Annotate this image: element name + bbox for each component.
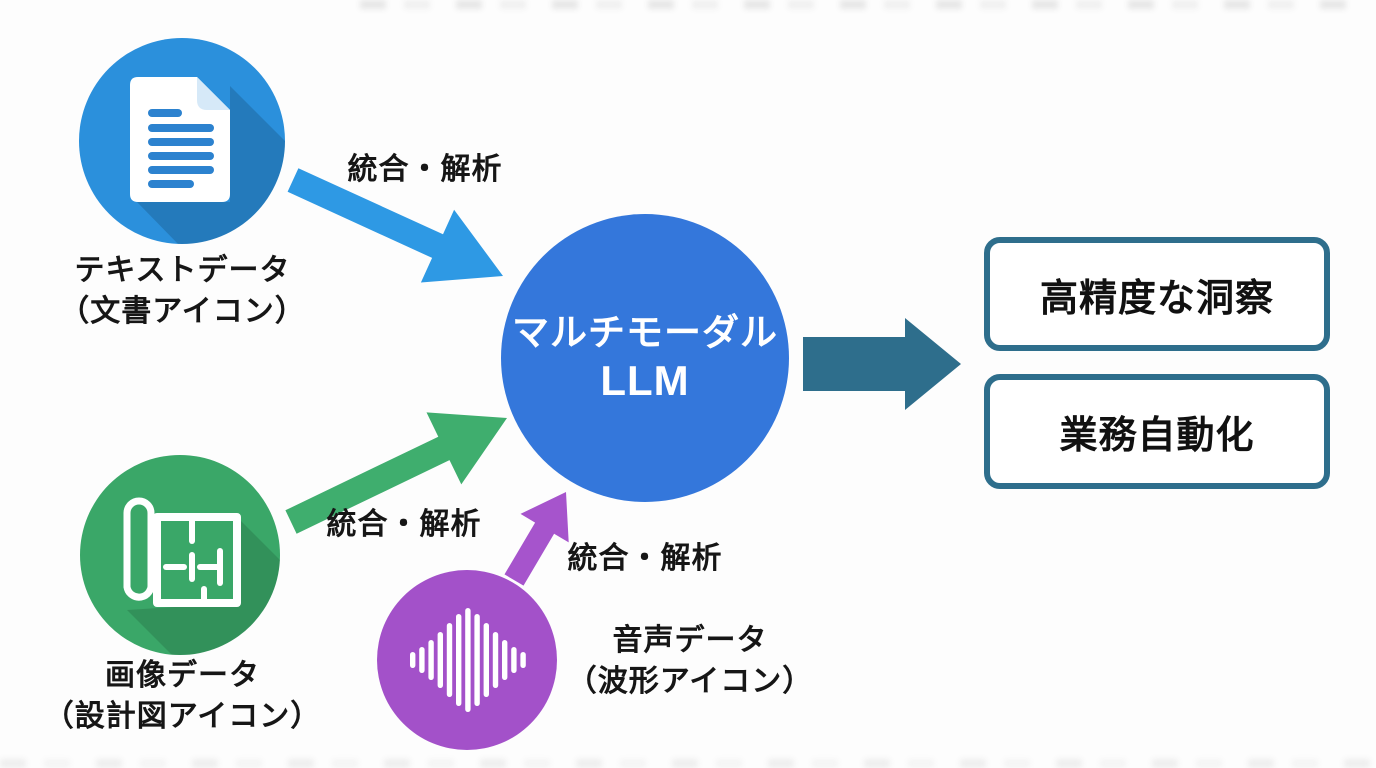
image-data-label-line2: （設計図アイコン） [43, 700, 322, 733]
arrow-label-image-to-llm: 統合・解析 [326, 508, 482, 541]
image-data-label-line1: 画像データ [105, 659, 260, 692]
text-data-label-line1: テキストデータ [74, 254, 291, 287]
arrow-audio-to-llm [504, 492, 569, 586]
arrow-label-audio-to-llm: 統合・解析 [567, 542, 723, 575]
image-data-label: 画像データ （設計図アイコン） [15, 655, 350, 737]
arrow-image-to-llm [285, 412, 507, 534]
document-icon [130, 77, 230, 202]
output-box-automation: 業務自動化 [984, 374, 1330, 489]
arrow-llm-to-outputs [803, 318, 961, 410]
audio-data-label-line2: （波形アイコン） [566, 665, 814, 698]
waveform-icon [410, 608, 526, 712]
node-audio-data [377, 570, 557, 750]
node-text-data [79, 38, 285, 244]
audio-data-label: 音声データ （波形アイコン） [565, 620, 815, 702]
llm-label: マルチモーダル LLM [501, 214, 789, 502]
llm-label-line1: マルチモーダル [512, 312, 778, 353]
llm-label-line2: LLM [600, 357, 690, 404]
audio-data-label-line1: 音声データ [612, 624, 768, 657]
blueprint-icon [123, 497, 241, 607]
text-data-label-line2: （文書アイコン） [59, 295, 306, 328]
arrow-label-text-to-llm: 統合・解析 [347, 153, 503, 186]
output-box-insight: 高精度な洞察 [984, 237, 1330, 351]
node-image-data [80, 455, 280, 655]
arrow-text-to-llm [287, 168, 503, 283]
llm-circle [501, 214, 789, 502]
text-data-label: テキストデータ （文書アイコン） [25, 250, 340, 332]
node-llm [501, 214, 789, 502]
